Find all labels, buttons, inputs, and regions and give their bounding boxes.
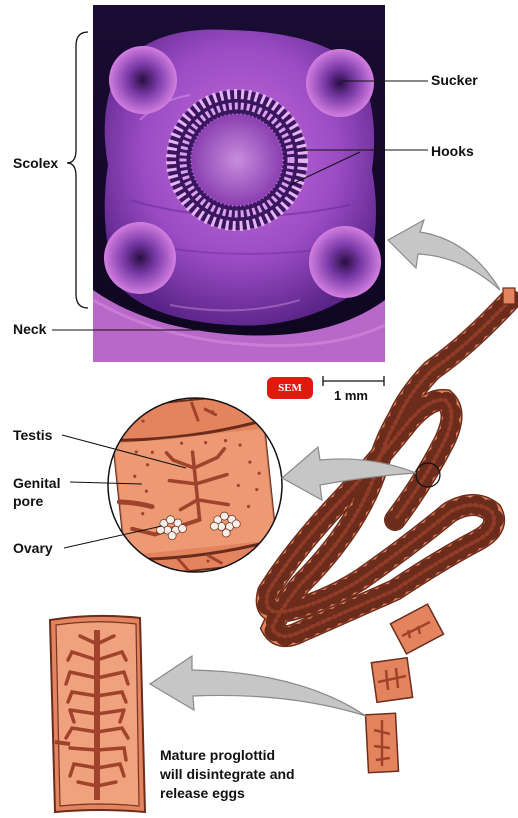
sucker-bottom-right [309,226,381,298]
label-hooks: Hooks [431,143,474,160]
detached-proglottids [366,604,444,773]
proglottid-2 [371,658,412,703]
hook-ring [167,90,307,230]
arrow-to-mature-proglottid [150,656,366,716]
caption-line-2: will disintegrate and [160,766,295,783]
label-scolex: Scolex [13,155,58,172]
scale-bar-label: 1 mm [334,387,368,404]
sem-badge: SEM [267,377,313,399]
sucker-bottom-left [104,222,176,294]
label-ovary: Ovary [13,540,53,557]
caption-line-1: Mature proglottid [160,747,275,764]
scolex-brace [67,32,88,308]
sucker-top-left [109,46,177,114]
mature-proglottid [48,616,145,813]
sem-photo [93,5,385,362]
label-genital-pore-1: Genital [13,475,60,492]
label-sucker: Sucker [431,72,478,89]
label-genital-pore-2: pore [13,493,43,510]
scale-bar [323,376,384,386]
arrow-to-scolex [388,220,500,290]
scolex-marker [503,288,515,304]
sucker-top-right [306,49,374,117]
magnified-proglottid [108,393,282,578]
label-testis: Testis [13,427,52,444]
proglottid-1 [390,604,443,654]
label-neck: Neck [13,321,46,338]
proglottid-3 [366,713,399,772]
caption-line-3: release eggs [160,785,245,802]
